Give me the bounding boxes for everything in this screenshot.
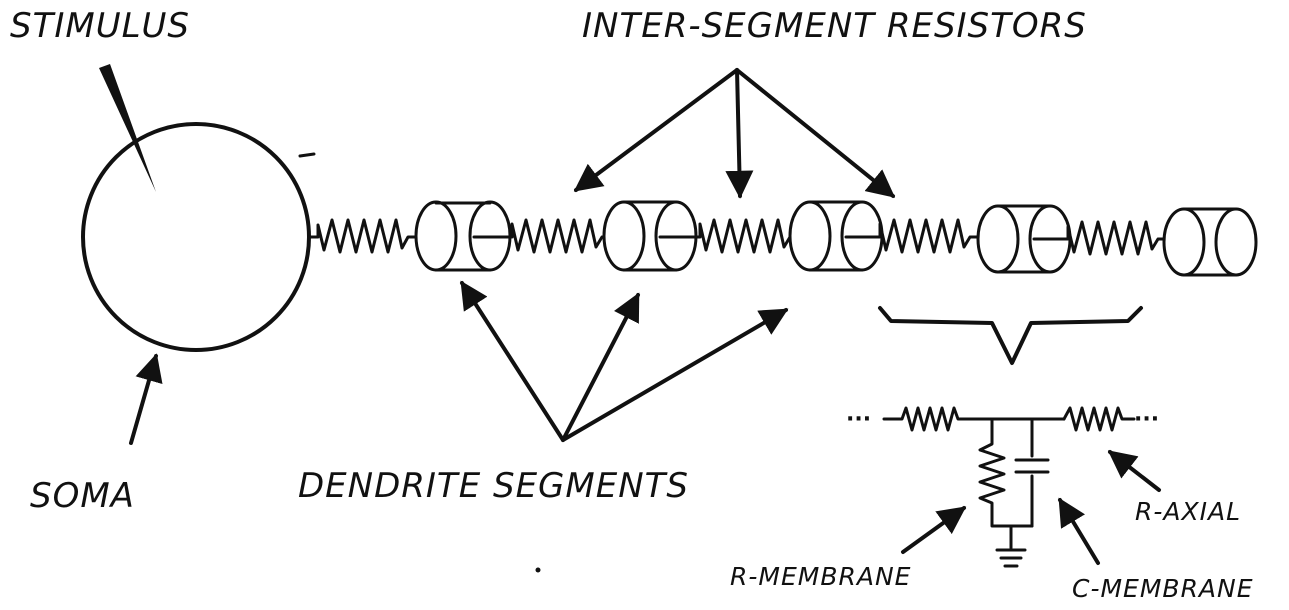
arrow-c-membrane bbox=[1058, 497, 1100, 565]
equivalent-circuit: ··· ··· bbox=[846, 406, 1159, 568]
arrow-inter-segment-resistor-1 bbox=[573, 68, 739, 192]
arrow-soma bbox=[129, 353, 163, 445]
resistor-segment-2-to-3 bbox=[658, 218, 792, 254]
arrow-dendrite-segment-2 bbox=[561, 292, 640, 442]
label-r-membrane: R-MEMBRANE bbox=[730, 562, 912, 591]
axial-resistor-left bbox=[882, 406, 1066, 432]
resistor-segment-1-to-2 bbox=[472, 218, 606, 254]
right-continuation-dots: ··· bbox=[1134, 407, 1159, 432]
arrow-dendrite-segment-3 bbox=[561, 308, 789, 442]
label-inter-segment-resistors: INTER-SEGMENT RESISTORS bbox=[582, 6, 1087, 46]
axial-resistor-right bbox=[1062, 406, 1136, 432]
arrow-inter-segment-resistor-2 bbox=[725, 68, 754, 199]
membrane-resistor bbox=[978, 417, 1034, 528]
label-soma: SOMA bbox=[30, 476, 135, 516]
resistor-segment-4-to-5 bbox=[1032, 220, 1166, 256]
soma-circle bbox=[81, 122, 311, 352]
resistor-segment-3-to-4 bbox=[844, 218, 980, 254]
label-dendrite-segments: DENDRITE SEGMENTS bbox=[298, 466, 689, 506]
membrane-capacitor bbox=[1014, 417, 1050, 528]
arrow-dendrite-segment-1 bbox=[460, 280, 565, 442]
dendrite-segment-5 bbox=[1162, 207, 1258, 277]
arrow-r-axial bbox=[1107, 450, 1161, 492]
label-r-axial: R-AXIAL bbox=[1135, 497, 1242, 526]
segment-bracket bbox=[878, 306, 1143, 365]
stimulus-electrode bbox=[99, 64, 156, 192]
arrow-r-membrane bbox=[901, 506, 967, 554]
scan-speck bbox=[535, 567, 541, 573]
soma-tick-mark bbox=[298, 152, 316, 158]
label-stimulus: STIMULUS bbox=[10, 6, 191, 46]
ground-symbol bbox=[995, 524, 1027, 568]
arrow-inter-segment-resistor-3 bbox=[735, 68, 896, 198]
left-continuation-dots: ··· bbox=[846, 407, 871, 432]
label-c-membrane: C-MEMBRANE bbox=[1072, 574, 1254, 603]
resistor-soma-to-segment-1 bbox=[307, 218, 418, 254]
